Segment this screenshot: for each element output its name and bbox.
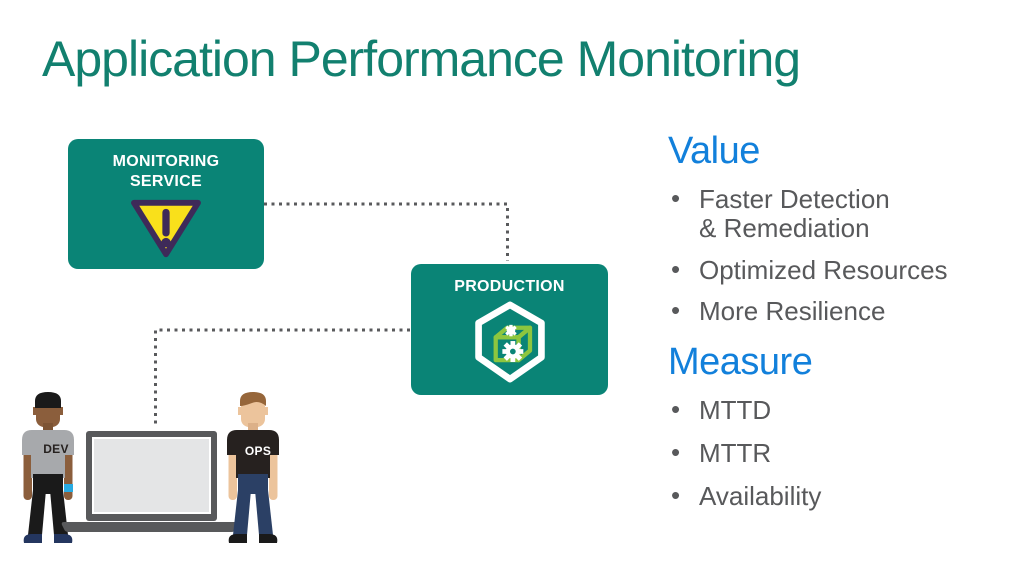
connector-monitoring-to-production	[264, 202, 509, 261]
measure-bullet-list: MTTD MTTR Availability	[668, 394, 1024, 512]
monitoring-service-box: MONITORING SERVICE	[68, 139, 264, 269]
page-title: Application Performance Monitoring	[42, 31, 801, 87]
devops-scene: DEV OPS	[0, 380, 300, 576]
ops-shirt-label: OPS	[244, 444, 272, 458]
value-bullet-faster-detection: Faster Detection & Remediation	[668, 184, 949, 244]
ops-person-figure	[227, 392, 279, 543]
monitoring-service-label: MONITORING SERVICE	[112, 153, 220, 190]
production-box: PRODUCTION	[411, 264, 608, 395]
measure-heading: Measure	[668, 340, 813, 383]
devops-illustration	[22, 392, 279, 543]
sidebar-text-column: Value Faster Detection & Remediation Opt…	[668, 130, 1024, 526]
production-label: PRODUCTION	[454, 278, 565, 295]
container-hexagon-icon	[474, 301, 545, 383]
dev-shirt-label: DEV	[43, 442, 69, 456]
value-bullet-more-resilience: More Resilience	[668, 296, 949, 326]
measure-bullet-mttr: MTTR	[668, 438, 949, 468]
value-heading: Value	[668, 130, 760, 172]
dev-person-figure	[22, 392, 74, 543]
measure-bullet-mttd: MTTD	[668, 394, 949, 425]
warning-triangle-icon	[131, 199, 201, 258]
value-bullet-list: Faster Detection & Remediation Optimized…	[668, 184, 1024, 327]
laptop	[61, 431, 239, 532]
value-bullet-optimized-resources: Optimized Resources	[668, 255, 949, 285]
measure-bullet-availability: Availability	[668, 481, 949, 511]
